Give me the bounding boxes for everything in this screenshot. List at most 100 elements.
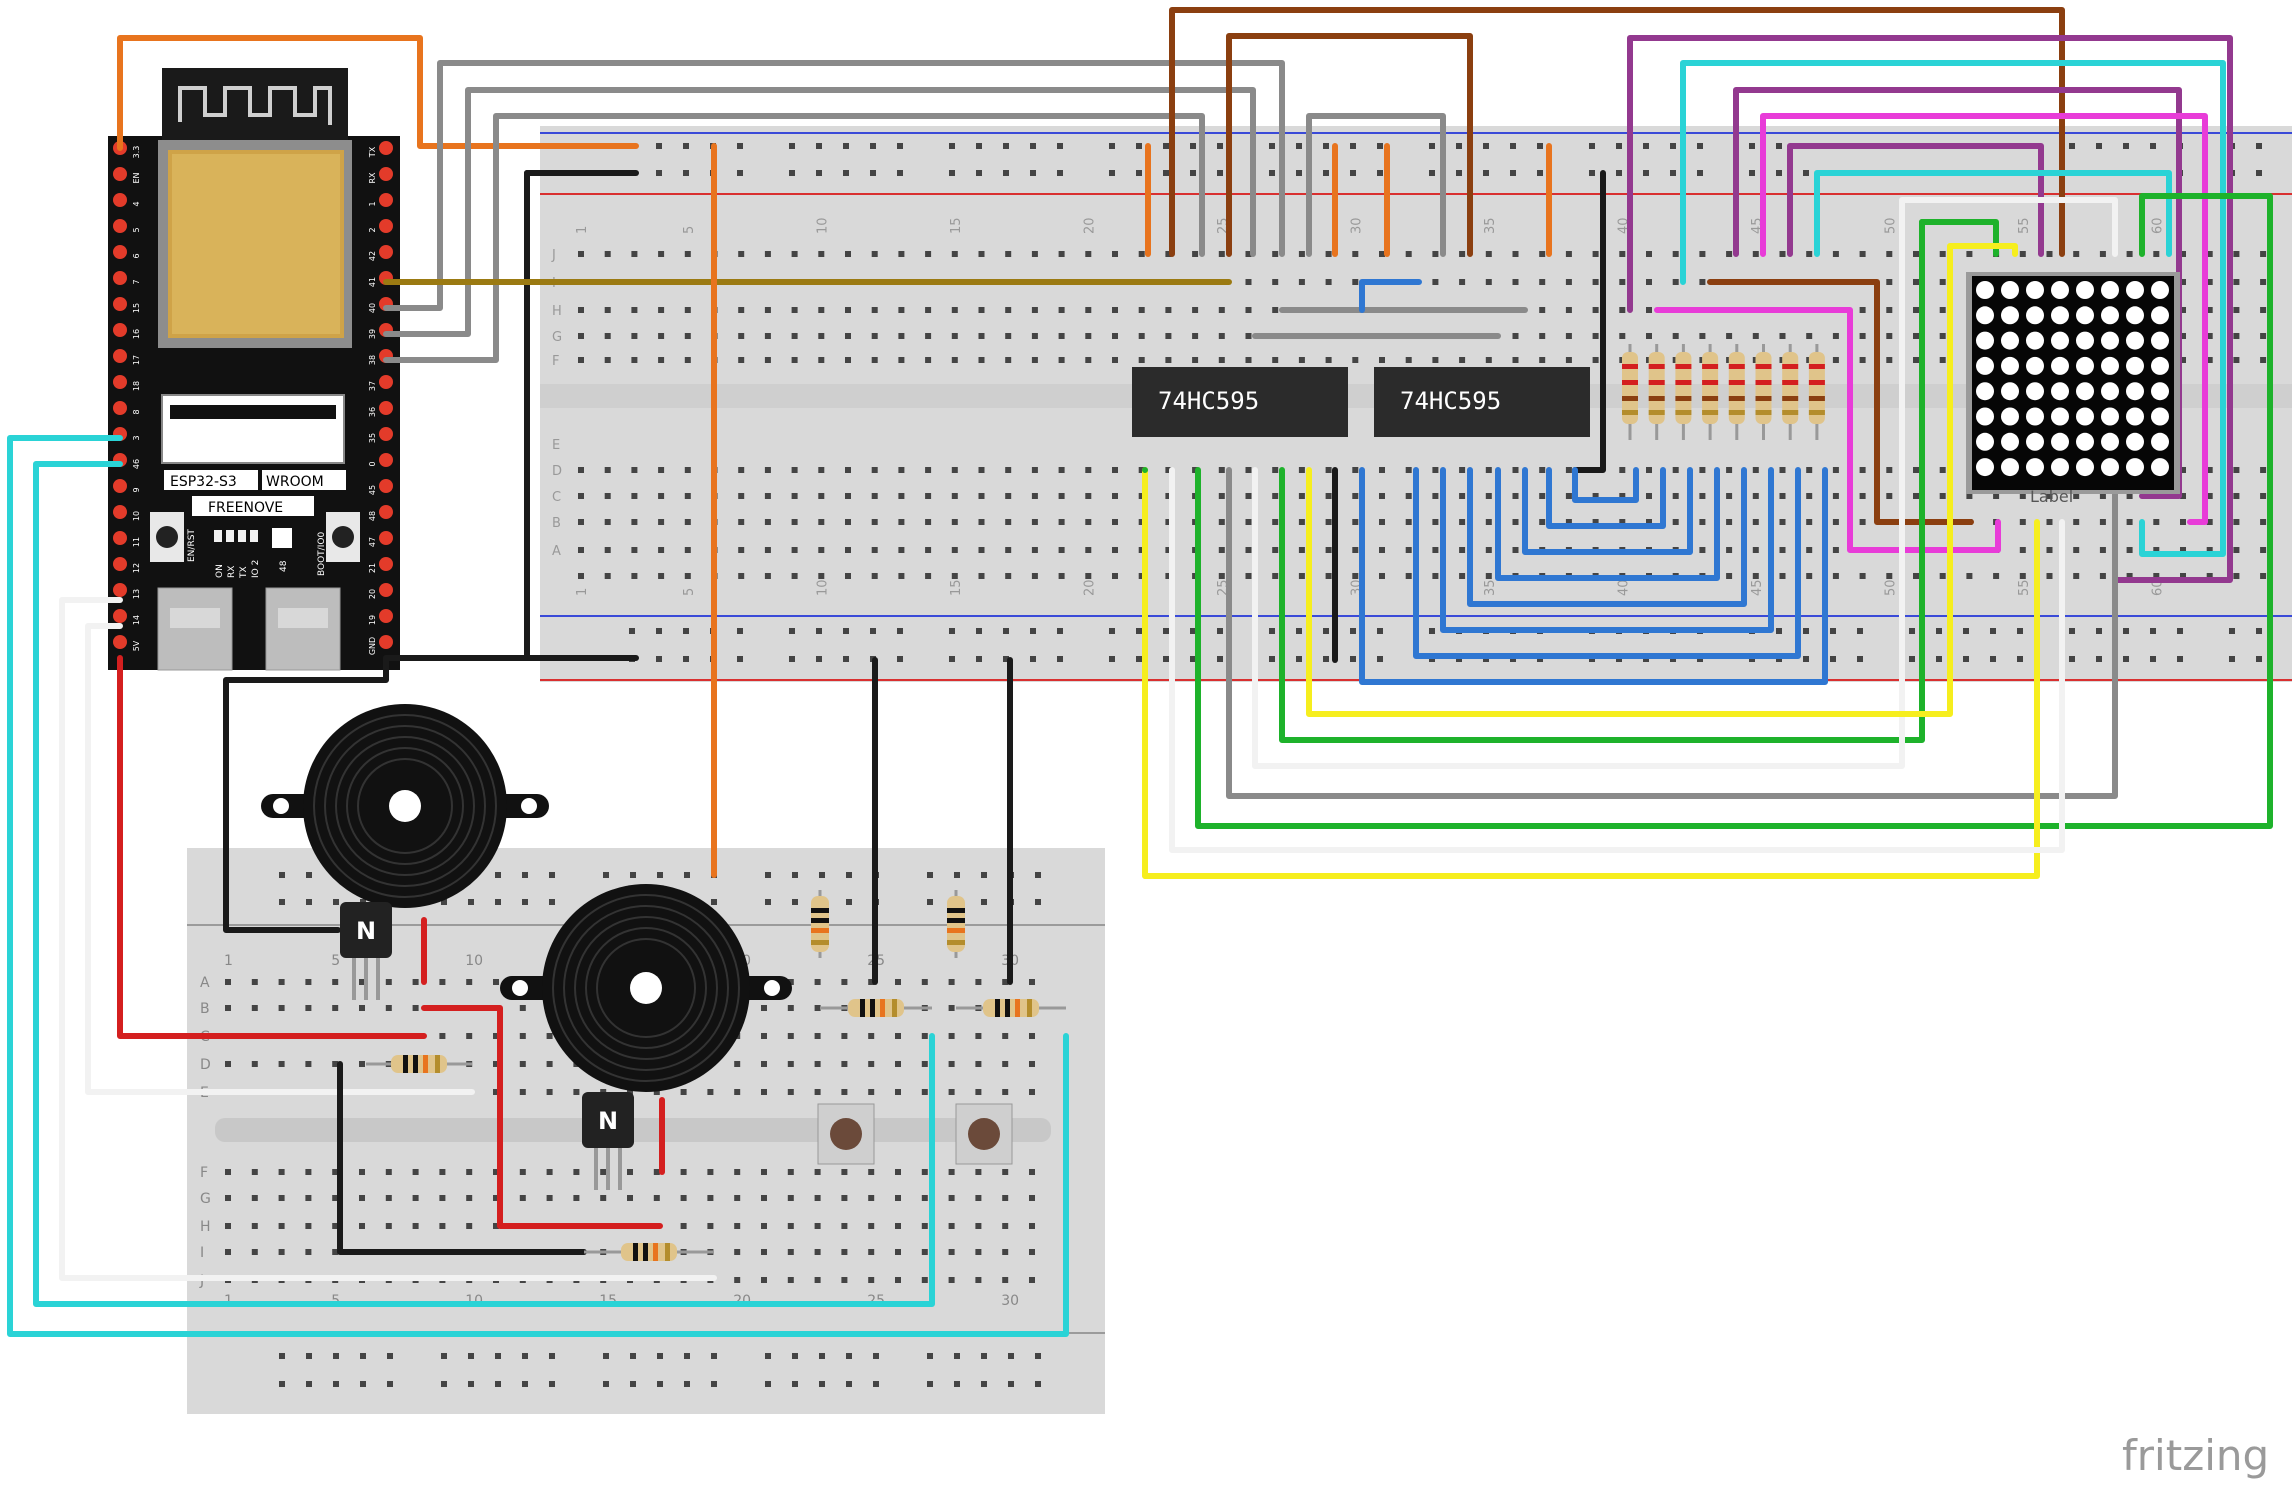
esp-pin-left — [113, 401, 127, 415]
wire — [1169, 7, 2065, 257]
transistor — [582, 1092, 634, 1148]
column-label: 10 — [815, 217, 830, 234]
column-label: 35 — [1483, 217, 1498, 234]
wire — [7, 435, 1069, 1337]
matrix-led — [2076, 432, 2094, 451]
antenna-trace-icon — [178, 86, 332, 125]
esp-pin-right — [379, 557, 393, 571]
matrix-led — [2126, 306, 2144, 325]
column-label: 55 — [2017, 579, 2032, 596]
esp-pin-left — [113, 297, 127, 311]
transistor — [340, 902, 392, 958]
esp-pin-label: 48 — [368, 511, 377, 521]
resistor — [1782, 352, 1799, 424]
matrix-led — [2001, 382, 2019, 401]
matrix-led — [2001, 458, 2019, 477]
column-label: 30 — [1001, 1293, 1019, 1309]
esp-pin-label: 41 — [368, 277, 377, 287]
matrix-led — [2026, 306, 2044, 325]
matrix-label: Label — [2030, 487, 2073, 506]
matrix-led — [2126, 458, 2144, 477]
matrix-led — [2101, 331, 2119, 350]
wire — [223, 655, 389, 933]
esp-pin-label: 36 — [368, 407, 377, 417]
esp-pin-label: 7 — [132, 279, 141, 284]
esp-pin-right — [379, 245, 393, 259]
wire — [421, 1005, 663, 1229]
column-label: 1 — [224, 953, 233, 969]
esp-pin-left — [113, 557, 127, 571]
matrix-led — [2126, 356, 2144, 375]
wire — [1522, 467, 1693, 555]
matrix-led — [2076, 458, 2094, 477]
row-label: D — [552, 464, 562, 479]
wire — [1306, 251, 1953, 717]
matrix-led — [2151, 306, 2169, 325]
matrix-led — [2051, 407, 2069, 426]
esp-pin-left — [113, 479, 127, 493]
wire — [1680, 60, 2226, 557]
esp-pin-label: 35 — [368, 433, 377, 443]
esp-pin-label: 6 — [132, 253, 141, 258]
esp-pin-label: 4 — [132, 201, 141, 206]
matrix-led — [2001, 281, 2019, 299]
svg-text:48: 48 — [279, 560, 289, 572]
resistor — [1648, 352, 1665, 424]
wire — [117, 35, 639, 151]
esp-pin-left — [113, 245, 127, 259]
column-label: 15 — [949, 217, 964, 234]
esp-pin-left — [113, 531, 127, 545]
wire — [33, 461, 935, 1307]
matrix-led — [2101, 432, 2119, 451]
wire — [1440, 467, 1774, 633]
wire — [1760, 113, 2208, 525]
matrix-led — [2126, 407, 2144, 426]
row-label: F — [200, 1165, 208, 1181]
wire — [383, 113, 1205, 363]
esp-pin-label: 9 — [132, 487, 141, 492]
resistor — [1702, 352, 1719, 424]
esp-pin-label: 20 — [368, 589, 377, 599]
matrix-led — [2026, 356, 2044, 375]
column-label: 50 — [1883, 579, 1898, 596]
row-label: J — [551, 248, 556, 263]
usb-port-left — [157, 587, 233, 671]
matrix-led — [2151, 281, 2169, 299]
svg-text:RX: RX — [227, 566, 237, 578]
usb-port-right — [265, 587, 341, 671]
row-label: I — [200, 1245, 204, 1261]
wire — [1572, 467, 1639, 503]
matrix-led — [1976, 407, 1994, 426]
wire — [1279, 219, 1925, 743]
row-label: H — [552, 304, 562, 319]
esp-pin-label: 5 — [132, 227, 141, 232]
matrix-led — [1976, 306, 1994, 325]
svg-text:TX: TX — [239, 566, 249, 579]
matrix-led — [2076, 281, 2094, 299]
matrix-led — [2126, 331, 2144, 350]
column-label: 5 — [682, 226, 697, 234]
matrix-led — [1976, 331, 1994, 350]
esp-pin-right — [379, 531, 393, 545]
wire — [1814, 170, 2172, 257]
svg-text:N: N — [598, 1107, 618, 1135]
esp-pin-right — [379, 505, 393, 519]
esp-pin-label: TX — [368, 146, 377, 158]
column-label: 35 — [1483, 579, 1498, 596]
esp-pin-right — [379, 375, 393, 389]
matrix-led — [2026, 458, 2044, 477]
column-label: 5 — [331, 953, 340, 969]
resistor — [1622, 352, 1638, 424]
status-leds: ON RX TX IO 2 48 — [214, 528, 292, 579]
chip-1-label: 74HC595 — [1158, 387, 1259, 415]
esp-pin-right — [379, 219, 393, 233]
shift-register-1: 74HC595 — [1132, 367, 1348, 437]
matrix-led — [2101, 281, 2119, 299]
wire — [1226, 467, 2118, 799]
matrix-led — [2051, 432, 2069, 451]
wire — [1252, 467, 1905, 769]
column-label: 1 — [575, 588, 590, 596]
wire — [85, 623, 475, 1095]
